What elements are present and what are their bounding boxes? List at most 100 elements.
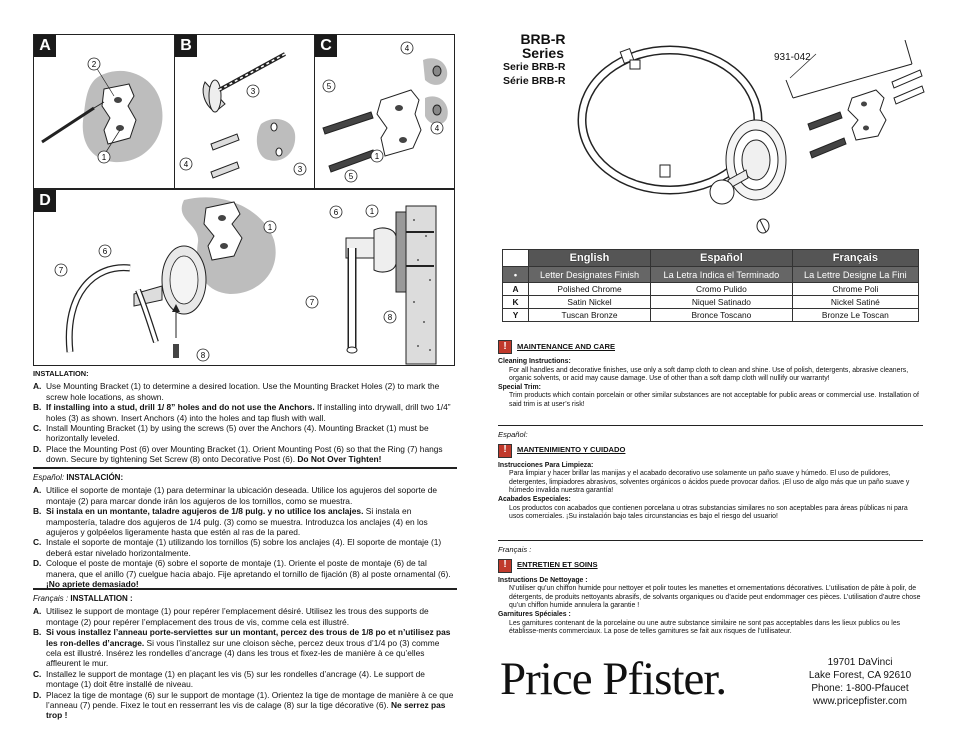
callout-b-3-bottom: 3 bbox=[298, 165, 303, 174]
step-a-en: A.Use Mounting Bracket (1) to determine … bbox=[33, 381, 440, 402]
care-sub1-en: Cleaning Instructions: bbox=[498, 358, 571, 365]
warning-icon: ! bbox=[498, 443, 512, 458]
address-line-1: 19701 DaVinci bbox=[827, 657, 893, 668]
panel-label-a: A bbox=[34, 35, 56, 57]
installation-french: Français : INSTALLATION : A.Utilisez le … bbox=[33, 594, 457, 721]
care-heading-en: MAINTENANCE AND CARE bbox=[517, 341, 616, 351]
callout-d-side-6: 6 bbox=[334, 208, 339, 217]
callout-c-1: 1 bbox=[375, 152, 380, 161]
callout-c-5-top: 5 bbox=[327, 82, 332, 91]
step-b-es: B.Si instala en un montante, taladre agu… bbox=[33, 506, 428, 538]
care-sub1-fr: Instructions De Nettoyage : bbox=[498, 576, 588, 584]
warning-icon: ! bbox=[498, 340, 512, 354]
callout-c-5-bottom: 5 bbox=[349, 172, 354, 181]
lang-label-fr: Français : bbox=[33, 594, 69, 603]
installation-heading-es: INSTALACIÓN: bbox=[66, 473, 124, 482]
care-spanish: Español: ! MANTENIMIENTO Y CUIDADO Instru… bbox=[498, 430, 923, 522]
finish-header-francais: Français bbox=[791, 249, 920, 267]
care-body2-es: Los productos con acabados que contienen… bbox=[509, 504, 908, 521]
installation-heading: INSTALLATION: bbox=[33, 369, 89, 378]
care-sub2-fr: Garnitures Spéciales : bbox=[498, 610, 571, 618]
care-sub2-en: Special Trim: bbox=[498, 383, 541, 391]
care-body2-en: Trim products which contain porcelain or… bbox=[509, 392, 919, 408]
care-body1-en: For all handles and decorative finishes,… bbox=[509, 366, 909, 383]
step-c-fr: C.Installez le support de montage (1) en… bbox=[33, 668, 425, 690]
step-d-es: D.Coloque el poste de montaje (6) sobre … bbox=[33, 558, 451, 590]
part-number: 931-042 bbox=[774, 52, 811, 63]
step-d-fr: D.Placez la tige de montage (6) sur le s… bbox=[33, 689, 454, 721]
phone-number: Phone: 1-800-Pfaucet bbox=[811, 683, 909, 694]
diagram-step-b: 3 4 3 bbox=[179, 52, 307, 179]
divider-fr bbox=[33, 588, 457, 590]
towel-ring-illustration bbox=[577, 40, 925, 234]
step-b-en: B.If installing into a stud, drill 1/ 8”… bbox=[33, 402, 451, 423]
care-sub1-es: Instrucciones Para Limpieza: bbox=[498, 461, 594, 469]
care-english: ! MAINTENANCE AND CARE Cleaning Instructi… bbox=[498, 340, 923, 410]
diagram-step-a: 2 1 bbox=[41, 57, 163, 164]
finish-table-subheader: • Letter Designates Finish La Letra Indi… bbox=[502, 266, 920, 283]
callout-c-4-bottom: 4 bbox=[435, 124, 440, 133]
callout-d-side-7: 7 bbox=[310, 298, 315, 307]
panel-label-c: C bbox=[315, 35, 337, 57]
lang-label-es: Español: bbox=[33, 473, 65, 482]
callout-b-4: 4 bbox=[184, 160, 189, 169]
company-address: 19701 DaVinci Lake Forest, CA 92610 Phon… bbox=[790, 656, 930, 708]
finish-header-blank bbox=[502, 249, 529, 267]
finish-subheader-en: Letter Designates Finish bbox=[527, 266, 652, 283]
panel-divider-ab bbox=[174, 34, 175, 189]
callout-d-1: 1 bbox=[268, 223, 273, 232]
care-french: Français : ! ENTRETIEN ET SOINS Instructi… bbox=[498, 545, 923, 637]
care-lang-fr: Français : bbox=[498, 545, 532, 554]
diagram-step-c: 4 5 4 1 5 bbox=[322, 41, 448, 183]
installation-english: INSTALLATION: A.Use Mounting Bracket (1)… bbox=[33, 369, 457, 465]
series-word: Series bbox=[521, 45, 565, 61]
finish-subheader-fr: La Lettre Designe La Fini bbox=[791, 266, 920, 283]
step-c-es: C.Instale el soporte de montaje (1) util… bbox=[33, 537, 442, 558]
callout-a-2: 2 bbox=[92, 60, 97, 69]
care-heading-fr: ENTRETIEN ET SOINS bbox=[517, 560, 598, 570]
step-c-en: C.Install Mounting Bracket (1) by using … bbox=[33, 423, 429, 444]
website: www.pricepfister.com bbox=[813, 696, 907, 707]
callout-b-3-top: 3 bbox=[251, 87, 256, 96]
finish-table-header: English Español Français bbox=[502, 249, 920, 267]
step-a-es: A.Utilice el soporte de montaje (1) para… bbox=[33, 485, 438, 506]
finish-header-espanol: Español bbox=[650, 249, 793, 267]
installation-heading-fr: INSTALLATION : bbox=[70, 594, 133, 603]
callout-d-6: 6 bbox=[103, 247, 108, 256]
care-sub2-es: Acabados Especiales: bbox=[498, 495, 571, 503]
care-heading-es: MANTENIMIENTO Y CUIDADO bbox=[517, 445, 626, 455]
series-fr: Série BRB-R bbox=[503, 75, 566, 87]
callout-d-side-8: 8 bbox=[388, 313, 393, 322]
callout-a-1: 1 bbox=[102, 153, 107, 162]
table-row: A Polished Chrome Cromo Pulido Chrome Po… bbox=[502, 282, 920, 296]
installation-spanish: Español: INSTALACIÓN: A.Utilice el sopor… bbox=[33, 473, 457, 589]
care-divider-es bbox=[498, 425, 923, 426]
care-body1-fr: N’utiliser qu’un chiffon humide pour net… bbox=[509, 585, 921, 610]
divider-es bbox=[33, 467, 457, 469]
callout-d-side-1: 1 bbox=[370, 207, 375, 216]
finish-table: English Español Français • Letter Design… bbox=[502, 249, 920, 322]
step-b-fr: B.Si vous installez l’anneau porte-servi… bbox=[33, 627, 451, 669]
care-lang-es: Español: bbox=[498, 430, 528, 439]
callout-c-4-top: 4 bbox=[405, 44, 410, 53]
care-body1-es: Para limpiar y hacer brillar las manijas… bbox=[509, 470, 910, 495]
diagram-step-d: 6 7 8 1 6 1 7 8 bbox=[54, 197, 437, 365]
panel-divider-bc bbox=[314, 34, 315, 189]
address-line-2: Lake Forest, CA 92610 bbox=[808, 670, 912, 681]
finish-header-english: English bbox=[527, 249, 652, 267]
callout-d-8: 8 bbox=[201, 351, 206, 360]
callout-d-7: 7 bbox=[59, 266, 64, 275]
finish-subheader-es: La Letra Indica el Terminado bbox=[650, 266, 793, 283]
panel-label-b: B bbox=[175, 35, 197, 57]
warning-icon: ! bbox=[498, 558, 512, 573]
series-es: Serie BRB-R bbox=[503, 61, 566, 73]
care-divider-fr bbox=[498, 540, 923, 541]
step-d-en: D.Place the Mounting Post (6) over Mount… bbox=[33, 443, 443, 465]
price-pfister-logo: Price Pfister. bbox=[500, 653, 727, 705]
product-title: BRB-R Series Serie BRB-R Série BRB-R bbox=[503, 32, 583, 88]
step-a-fr: A.Utilisez le support de montage (1) pou… bbox=[33, 606, 429, 627]
series-name: BRB-R bbox=[520, 31, 566, 47]
care-body2-fr: Les garnitures contenant de la porcelain… bbox=[509, 619, 901, 636]
table-row: K Satin Nickel Niquel Satinado Nickel Sa… bbox=[502, 295, 920, 309]
table-row: Y Tuscan Bronze Bronce Toscano Bronze Le… bbox=[502, 308, 920, 322]
